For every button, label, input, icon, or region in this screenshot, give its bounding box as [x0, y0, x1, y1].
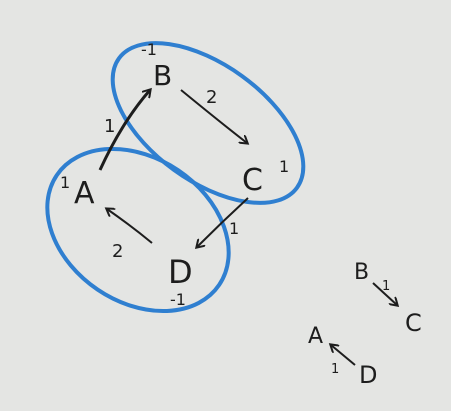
- reduced-node-b: B: [354, 260, 369, 285]
- reduced-edge-d-to-a: [331, 345, 356, 366]
- edge-d-to-a: [107, 209, 153, 244]
- node-b-weight: -1: [141, 40, 157, 59]
- edge-a-b-weight: 1: [104, 116, 115, 137]
- node-d-weight: -1: [170, 290, 186, 309]
- node-b: B: [153, 59, 172, 92]
- reduced-node-c: C: [405, 309, 422, 337]
- node-d: D: [168, 253, 193, 291]
- node-c: C: [242, 163, 263, 198]
- group-ellipse-b-c: [110, 41, 306, 205]
- edge-c-to-d: [197, 197, 249, 247]
- node-a: A: [74, 176, 95, 211]
- edge-c-d-weight: 1: [229, 219, 239, 238]
- reduced-edge-b-c-weight: 1: [382, 279, 390, 294]
- node-c-weight: 1: [279, 157, 289, 176]
- reduced-edge-d-a-weight: 1: [331, 362, 339, 377]
- reduced-node-d: D: [359, 361, 377, 389]
- reduced-node-a: A: [308, 324, 323, 349]
- group-ellipse-a-d: [45, 146, 231, 314]
- edge-b-to-c: [180, 89, 247, 143]
- edge-d-a-weight: 2: [112, 241, 123, 262]
- node-a-weight: 1: [60, 173, 70, 192]
- edge-a-to-b: [98, 90, 150, 171]
- edge-b-c-weight: 2: [206, 87, 217, 108]
- reduced-edge-b-to-c: [372, 282, 397, 305]
